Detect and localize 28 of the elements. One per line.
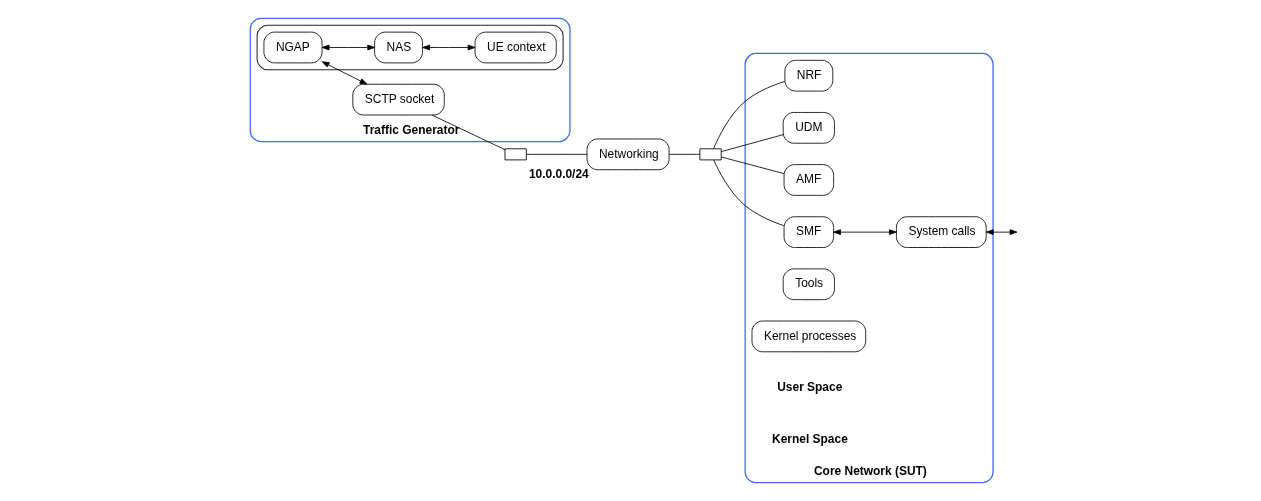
arrow: [321, 44, 376, 51]
node-box: NRF: [784, 59, 834, 92]
connector: [431, 114, 506, 151]
node-box: System calls: [896, 216, 987, 248]
connector: [713, 159, 785, 227]
connector: [713, 81, 786, 149]
node-box: Kernel processes: [751, 320, 867, 353]
arrow: [833, 229, 897, 235]
arrow: [422, 44, 476, 51]
node-box: NGAP: [263, 31, 323, 64]
node-box: [504, 148, 527, 161]
arrow: [985, 229, 1018, 235]
node-box: AMF: [783, 164, 835, 196]
connector: [720, 156, 785, 175]
node-box: SCTP socket: [352, 83, 445, 116]
connector: [720, 134, 784, 153]
node-box: UDM: [782, 112, 835, 144]
arrow: [321, 61, 368, 85]
node-label: 10.0.0.0/24: [528, 167, 589, 182]
node-box: UE context: [474, 31, 557, 64]
label: Kernel Space: [772, 431, 848, 446]
connector: [526, 153, 588, 155]
node-box: [699, 148, 722, 161]
label: User Space: [777, 379, 843, 394]
node-box: NAS: [374, 31, 423, 64]
node-box: SMF: [783, 216, 835, 248]
node-box: Tools: [782, 268, 835, 301]
connector: [668, 153, 701, 155]
